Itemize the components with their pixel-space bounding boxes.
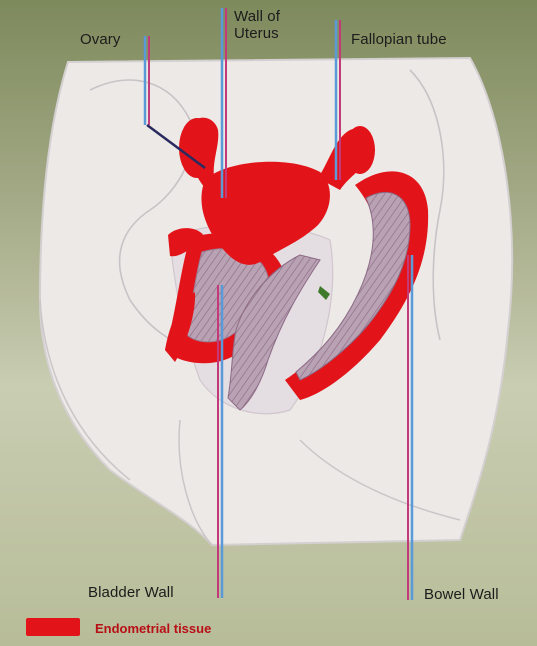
- ovary-left: [179, 118, 215, 178]
- ovary-label: Ovary: [80, 31, 121, 48]
- ovary-right: [345, 126, 375, 174]
- legend-label: Endometrial tissue: [95, 621, 211, 636]
- wall-of-uterus-label: Wall of Uterus: [234, 8, 280, 42]
- fallopian-tube-label: Fallopian tube: [351, 31, 447, 48]
- bladder-wall-label: Bladder Wall: [88, 584, 174, 601]
- legend-swatch: [26, 618, 80, 636]
- bowel-wall-label: Bowel Wall: [424, 586, 499, 603]
